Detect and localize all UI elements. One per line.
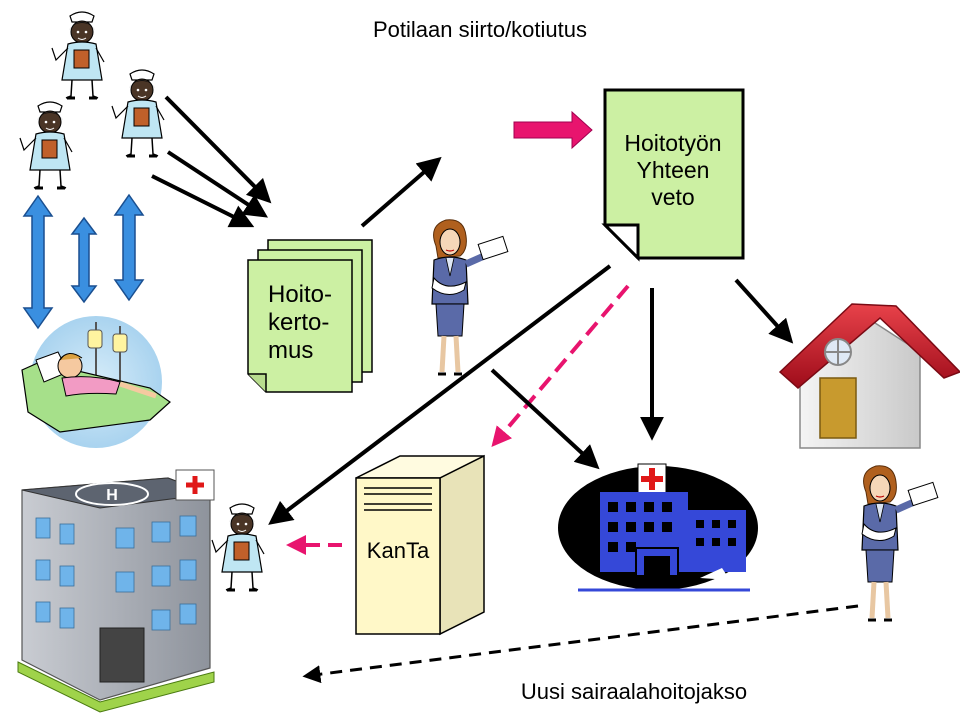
hospital-building-icon: H: [17, 469, 215, 713]
flow-arrows-to-care-record: [151, 95, 272, 228]
nursing-summary-label-line1: Hoitotyön: [624, 130, 721, 156]
nursing-summary-label-line3: veto: [651, 184, 694, 210]
diagram-title: Potilaan siirto/kotiutus: [373, 17, 587, 42]
helipad-h: H: [106, 487, 118, 504]
nurse-icon: [110, 68, 166, 158]
house-icon: [778, 303, 960, 449]
nurse-icon: [210, 502, 266, 592]
highlight-arrow-icon: [513, 110, 593, 150]
care-record-document: Hoito- kerto- mus: [247, 239, 373, 393]
flow-arrow-summary-to-kanta-dashed: [491, 284, 630, 448]
nurse-icon: [18, 100, 74, 190]
nurse-icon: [50, 10, 106, 100]
flow-arrow-summary-to-home: [734, 278, 794, 344]
care-record-label-line3: mus: [268, 337, 313, 364]
woman-with-sling-icon: [862, 466, 938, 620]
flow-arrow-summary-to-hospital: [268, 264, 612, 525]
nursing-summary-label-line2: Yhteen: [637, 157, 710, 183]
care-record-label-line2: kerto-: [268, 309, 329, 336]
flow-arrow-new-hospital-period-dashed: [302, 604, 859, 684]
care-record-label-line1: Hoito-: [268, 281, 332, 308]
nursing-summary-document: Hoitotyön Yhteen veto: [601, 88, 745, 262]
patient-in-bed-icon: [21, 316, 171, 448]
double-arrow-icon: [22, 193, 145, 330]
flow-arrow-patient-to-health-center: [490, 368, 600, 470]
health-center-icon: [558, 463, 758, 592]
flow-arrow-care-record-to-summary: [360, 156, 442, 228]
footer-label: Uusi sairaalahoitojakso: [521, 679, 747, 704]
server-icon: KanTa: [355, 454, 485, 636]
kanta-label: KanTa: [367, 538, 430, 563]
